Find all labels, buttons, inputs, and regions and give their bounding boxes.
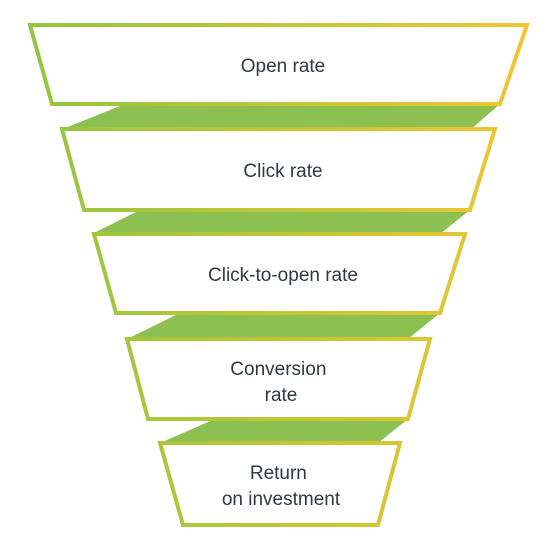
stage-label-return-on-investment: Return on investment [222,463,341,510]
funnel-stage-3 [91,232,468,315]
connector-3 [127,313,440,339]
connector-2 [92,210,470,234]
funnel-stage-5 [157,441,403,527]
stage-label-conversion-rate: Conversion rate [230,359,331,406]
funnel-stage-1 [27,23,530,106]
funnel-stage-2 [59,127,498,212]
connector-1 [60,104,500,130]
stage-label-click-rate: Click rate [243,161,322,182]
connector-4 [160,419,408,443]
funnel-stage-4 [124,337,433,421]
stage-label-open-rate: Open rate [241,56,326,77]
stage-label-click-to-open-rate: Click-to-open rate [208,265,358,286]
